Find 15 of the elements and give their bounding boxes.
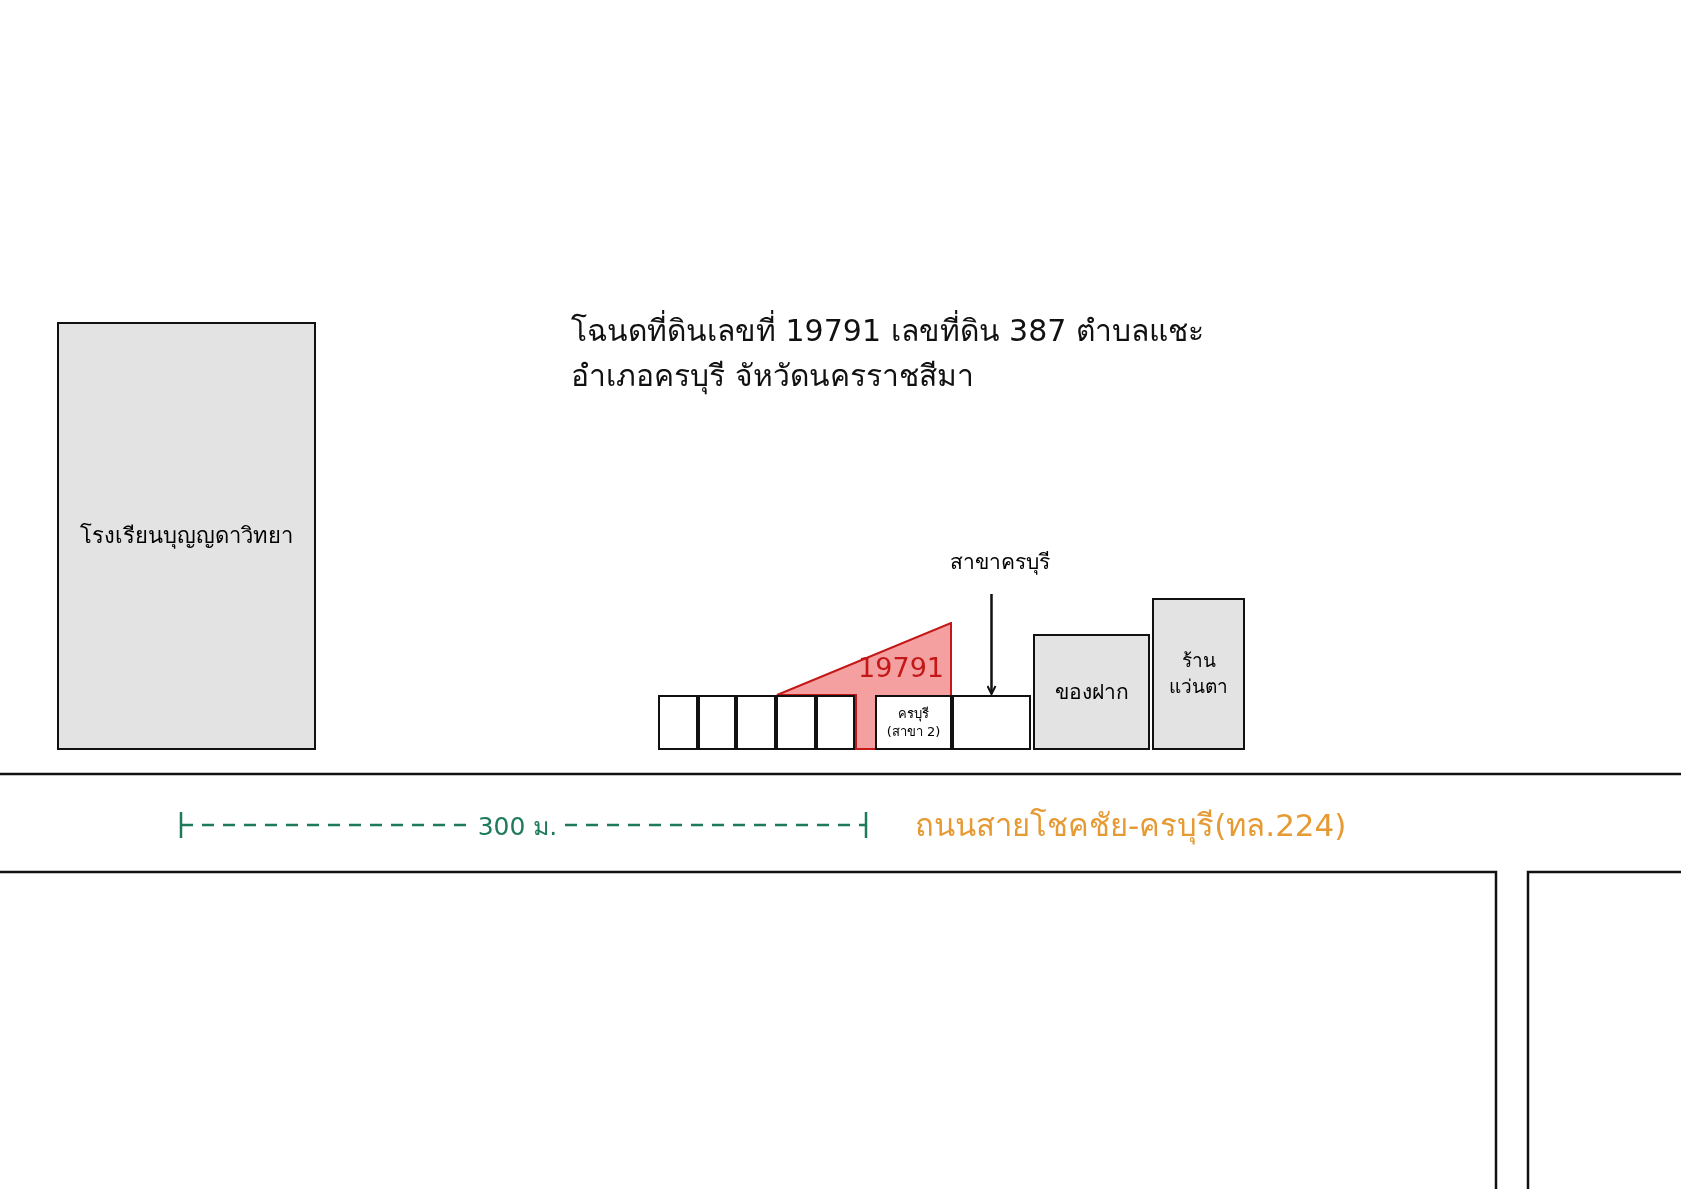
shop-box [736,695,776,750]
school-building: โรงเรียนบุญญดาวิทยา [57,322,316,750]
leader-arrow [986,594,997,695]
plot-number: 19791 [858,652,944,683]
dimension-label: 300 ม. [476,811,559,843]
title: โฉนดที่ดินเลขที่ 19791 เลขที่ดิน 387 ตำบลแชะ อำเภอครบุรี จัหวัดนครราชสีมา [571,308,1251,398]
shop-box: ร้านแว่นตา [1152,598,1245,750]
shop-box [776,695,816,750]
road-name: ถนนสายโชคชัย-ครบุรี(ทล.224) [915,806,1347,847]
shop-box [698,695,736,750]
shop-box [952,695,1031,750]
shop-box [816,695,855,750]
leader-text: สาขาครบุรี [925,534,1075,590]
shop-box [658,695,698,750]
shop-box: ของฝาก [1033,634,1150,750]
